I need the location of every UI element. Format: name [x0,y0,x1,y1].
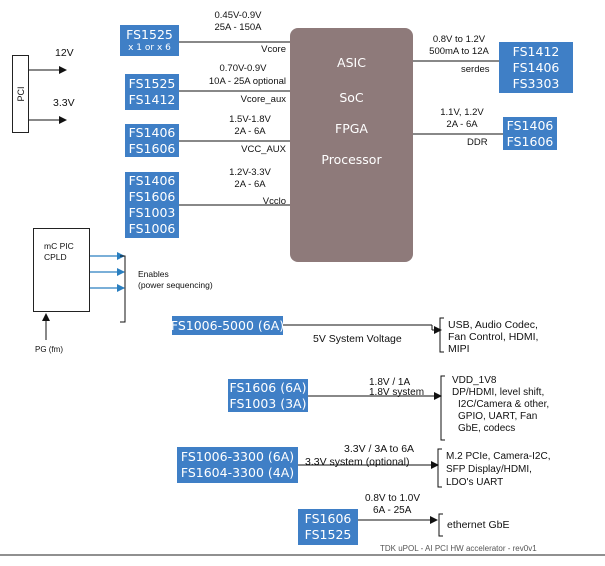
vcclo-current: 2A - 6A [234,179,266,190]
module-1v8-name-2: FS1003 (3A) [229,395,307,411]
processor-block: ASIC SoC FPGA Processor [290,28,413,262]
module-vcore-aux: FS1525 FS1412 [125,74,179,110]
module-ethernet-name-2: FS1525 [304,527,352,542]
module-ethernet: FS1606 FS1525 [298,509,358,545]
row4-bracket [438,513,443,537]
module-vcclo-name-4: FS1006 [128,221,176,236]
module-ethernet-name-1: FS1606 [304,511,352,526]
5v-target-1: USB, Audio Codec, [448,319,538,331]
processor-line-fpga: FPGA [335,121,368,136]
vcore-aux-rail-label: Vcore_aux [240,94,286,105]
serdes-rail-label: serdes [461,64,490,75]
pci-label: PCI [15,86,26,102]
pg-label: PG (fm) [35,345,63,354]
5v-system-label: 5V System Voltage [313,333,402,345]
module-1v8-name-1: FS1606 (6A) [229,379,307,395]
serdes-current: 500mA to 12A [429,46,489,57]
vcclo-rail-label: Vcclo [262,196,286,207]
module-vcclo: FS1406 FS1606 FS1003 FS1006 [125,172,179,238]
module-vcore: FS1525 x 1 or x 6 [120,25,179,56]
vcore-aux-voltage: 0.70V-0.9V [219,63,267,74]
module-vcore-aux-name-1: FS1525 [128,76,176,91]
5v-target-2: Fan Control, HDMI, [448,331,539,343]
vcc-aux-current: 2A - 6A [234,126,266,137]
1v8-target-1: VDD_1V8 [452,375,497,386]
ethernet-voltage: 0.8V to 1.0V [365,493,421,504]
module-serdes: FS1412 FS1406 FS3303 [499,42,573,93]
vcore-current: 25A - 150A [214,22,262,33]
mc-line-1: mC PIC [44,241,74,251]
module-3v3-name-2: FS1604-3300 (4A) [180,465,295,480]
module-3v3-name-1: FS1006-3300 (6A) [180,449,295,464]
3v3-target-1: M.2 PCIe, Camera-I2C, [446,451,551,462]
ethernet-current: 6A - 25A [373,505,412,516]
footer-caption: TDK uPOL - AI PCI HW accelerator - rev0v… [380,544,537,553]
row1-bracket [439,317,444,353]
module-1v8: FS1606 (6A) FS1003 (3A) [228,379,308,412]
3v3-target-2: SFP Display/HDMI, [446,464,532,475]
module-vcore-name: FS1525 [126,27,173,42]
pci-connector-box: PCI [12,55,29,133]
module-vcore-aux-name-2: FS1412 [128,92,176,107]
vcore-aux-current: 10A - 25A optional [208,76,286,87]
processor-line-soc: SoC [339,90,364,105]
1v8-target-3: I2C/Camera & other, [458,399,550,410]
1v8-target-4: GPIO, UART, Fan [458,411,538,422]
enables-sublabel: (power sequencing) [138,280,213,290]
module-5v: FS1006-5000 (6A) [170,316,285,335]
vcore-voltage: 0.45V-0.9V [214,10,262,21]
module-vcclo-name-3: FS1003 [128,205,176,220]
1v8-current: 1.8V / 1A [369,377,411,388]
processor-line-asic: ASIC [337,55,366,70]
3v3-system-label: 3.3V system (optional) [305,456,410,468]
ddr-current: 2A - 6A [446,119,478,130]
vcore-rail-label: Vcore [261,44,286,55]
1v8-target-5: GbE, codecs [458,423,516,434]
module-serdes-name-1: FS1412 [512,43,560,59]
row2-bracket [440,375,445,441]
mc-line-2: CPLD [44,252,67,262]
row3-bracket [437,448,442,488]
module-vcclo-name-1: FS1406 [128,173,176,188]
ddr-voltage: 1.1V, 1.2V [440,107,484,118]
module-vcc-aux-name-2: FS1606 [128,140,176,156]
enable-bracket [120,255,126,323]
module-ddr: FS1406 FS1606 [503,117,557,150]
module-serdes-name-2: FS1406 [512,59,560,75]
ethernet-target: ethernet GbE [447,519,510,531]
module-3v3: FS1006-3300 (6A) FS1604-3300 (4A) [177,447,298,483]
3v3-target-3: LDO's UART [446,477,504,488]
3v3-current: 3.3V / 3A to 6A [344,443,415,455]
enables-label: Enables [138,269,169,279]
module-vcc-aux: FS1406 FS1606 [125,124,179,157]
processor-line-processor: Processor [321,152,382,167]
ddr-rail-label: DDR [467,137,488,148]
module-5v-name: FS1006-5000 (6A) [170,317,285,333]
serdes-voltage: 0.8V to 1.2V [432,34,486,45]
module-serdes-name-3: FS3303 [512,75,560,91]
1v8-system-label: 1.8V system [369,387,425,398]
vcc-aux-rail-label: VCC_AUX [241,144,286,155]
vcclo-voltage: 1.2V-3.3V [229,167,271,178]
module-vcore-count: x 1 or x 6 [128,43,171,53]
pci-3v3-label: 3.3V [53,97,75,109]
vcc-aux-voltage: 1.5V-1.8V [229,114,271,125]
1v8-target-2: DP/HDMI, level shift, [452,387,545,398]
module-ddr-name-2: FS1606 [506,133,554,149]
pci-12v-label: 12V [55,47,74,59]
module-ddr-name-1: FS1406 [506,117,554,133]
mc-pic-cpld-box: mC PIC CPLD [33,228,90,312]
module-vcc-aux-name-1: FS1406 [128,124,176,140]
5v-target-3: MIPI [448,343,470,355]
module-vcclo-name-2: FS1606 [128,189,176,204]
